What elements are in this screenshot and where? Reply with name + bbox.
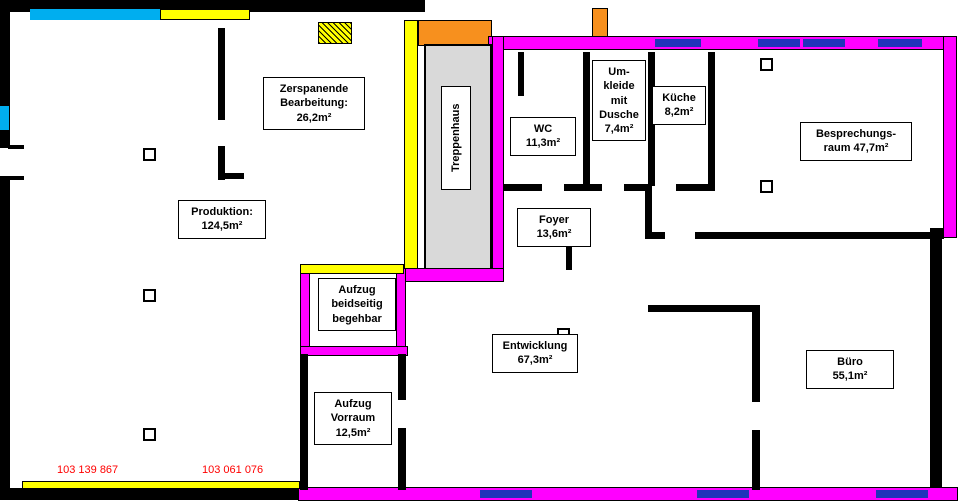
- wall-aufzug-bottom-magenta: [300, 346, 408, 356]
- reference-number-right: 103 061 076: [202, 464, 264, 476]
- wall-h185-1: [504, 184, 542, 191]
- room-label-entwicklung: Entwicklung 67,3m²: [492, 334, 578, 373]
- wall-vorraum-right-a: [398, 354, 406, 400]
- window-top-3: [803, 39, 845, 47]
- room-label-umkleide: Um- kleide mit Dusche 7,4m²: [592, 60, 646, 142]
- wall-entwicklung-buero-v2: [752, 430, 760, 490]
- wall-vorraum-left: [300, 354, 308, 490]
- window-top-2: [758, 39, 800, 47]
- reference-number-left: 103 139 867: [57, 464, 119, 476]
- wall-stairs-right-magenta: [492, 36, 504, 282]
- wall-bottom-left-black: [0, 488, 310, 500]
- room-label-besprechungsraum: Besprechungs- raum 47,7m²: [800, 122, 912, 161]
- room-label-buero: Büro 55,1m²: [806, 350, 894, 389]
- door-opening-left: [0, 148, 10, 176]
- wall-zerspanende-b: [218, 146, 225, 180]
- window-top-4: [878, 39, 922, 47]
- window-bottom-2: [697, 490, 749, 498]
- column-symbol: [143, 428, 156, 441]
- wall-h185-3: [624, 184, 652, 191]
- wall-below-stairs-magenta: [398, 268, 504, 282]
- wall-produktion-right-yellow: [404, 20, 418, 272]
- wall-aufzug-right-magenta: [396, 268, 406, 356]
- wall-entwicklung-buero-v1: [752, 305, 760, 402]
- room-label-foyer: Foyer 13,6m²: [517, 208, 591, 247]
- wall-right-black: [930, 228, 942, 490]
- shaft-hatch-symbol: [318, 22, 352, 44]
- door-jamb-tick: [8, 145, 24, 149]
- door-jamb-tick: [8, 176, 24, 180]
- wall-orange-block: [418, 20, 492, 46]
- wall-besprechung-bottom-a: [645, 232, 665, 239]
- room-label-produktion: Produktion: 124,5m²: [178, 200, 266, 239]
- column-symbol: [760, 58, 773, 71]
- wall-left-black: [0, 0, 10, 488]
- wall-kueche-right: [708, 52, 715, 186]
- wall-bottom-magenta: [298, 487, 958, 501]
- window-bottom-1: [480, 490, 532, 498]
- wall-foyer-stub: [566, 236, 572, 270]
- wall-orange-top: [592, 8, 608, 38]
- room-label-kueche: Küche 8,2m²: [652, 86, 706, 125]
- room-label-aufzug: Aufzug beidseitig begehbar: [318, 278, 396, 331]
- wall-zerspanende-stub: [218, 173, 244, 179]
- wall-top-yellow: [160, 9, 250, 20]
- window-top-1: [655, 39, 701, 47]
- column-symbol: [760, 180, 773, 193]
- column-symbol: [143, 289, 156, 302]
- wall-besprechung-bottom-b: [695, 232, 944, 239]
- wall-aufzug-left-magenta: [300, 264, 310, 356]
- wall-entwicklung-buero-h: [648, 305, 760, 312]
- wall-wc-partition: [518, 52, 524, 96]
- room-label-treppenhaus: Treppenhaus: [441, 86, 471, 190]
- wall-wc-umkleide: [583, 52, 590, 186]
- wall-bottom-yellow: [22, 481, 300, 489]
- wall-umkleide-kueche: [648, 52, 655, 186]
- wall-top-cyan: [30, 9, 160, 20]
- room-label-aufzug-vorraum: Aufzug Vorraum 12,5m²: [314, 392, 392, 445]
- wall-vorraum-right-b: [398, 428, 406, 490]
- column-symbol: [143, 148, 156, 161]
- room-label-zerspanende: Zerspanende Bearbeitung: 26,2m²: [263, 77, 365, 130]
- wall-aufzug-top-yellow: [300, 264, 404, 274]
- room-label-wc: WC 11,3m²: [510, 117, 576, 156]
- wall-h185-4: [676, 184, 715, 191]
- wall-junction-vert: [645, 190, 652, 234]
- wall-right-magenta: [943, 36, 957, 238]
- wall-h185-2: [564, 184, 602, 191]
- wall-zerspanende-a: [218, 28, 225, 120]
- window-bottom-3: [876, 490, 928, 498]
- wall-left-cyan: [0, 106, 9, 130]
